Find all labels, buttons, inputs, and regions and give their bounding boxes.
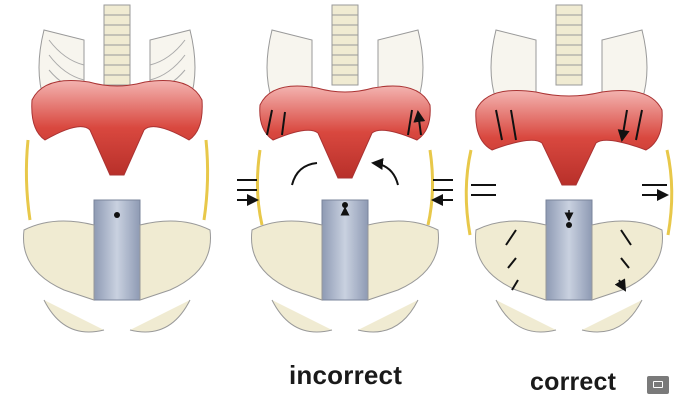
torso-panel-incorrect <box>232 0 458 345</box>
caption-incorrect: incorrect <box>289 360 402 391</box>
diaphragm <box>476 90 662 185</box>
torso-panel-neutral <box>4 0 230 345</box>
diaphragm <box>260 86 430 178</box>
torso-panel-correct <box>456 0 682 345</box>
diaphragm <box>32 80 202 175</box>
comment-icon[interactable] <box>647 376 669 394</box>
caption-correct: correct <box>530 368 616 397</box>
